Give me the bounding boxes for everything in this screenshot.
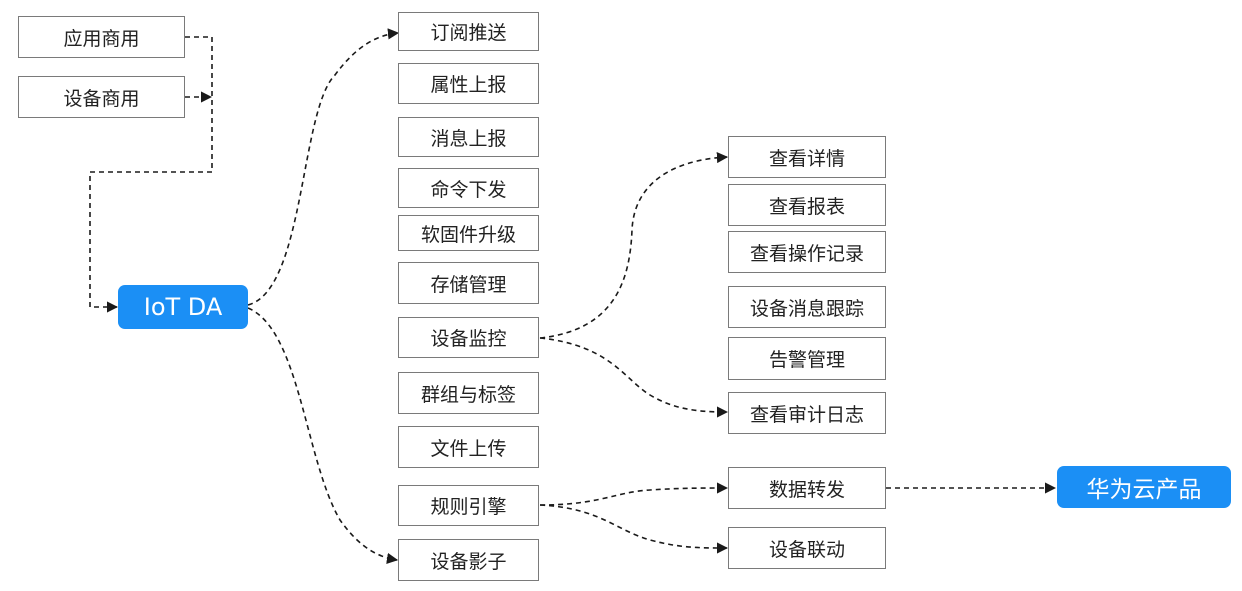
device-message-trace-node: 设备消息跟踪 xyxy=(728,286,886,328)
device-commercial-node: 设备商用 xyxy=(18,76,185,118)
firmware-upgrade-node: 软固件升级 xyxy=(398,215,539,251)
iot-da-node: IoT DA xyxy=(118,285,248,329)
subscribe-push-node: 订阅推送 xyxy=(398,12,539,51)
connector-iot-to-shadow xyxy=(247,307,399,564)
command-issue-node: 命令下发 xyxy=(398,168,539,208)
device-monitoring-node: 设备监控 xyxy=(398,317,539,358)
view-operation-logs-node: 查看操作记录 xyxy=(728,231,886,273)
connector-monitor-to-audit xyxy=(539,337,729,418)
groups-tags-node: 群组与标签 xyxy=(398,372,539,414)
property-report-node: 属性上报 xyxy=(398,63,539,104)
app-commercial-node: 应用商用 xyxy=(18,16,185,58)
connector-rule-to-linkage xyxy=(539,504,729,554)
alarm-management-node: 告警管理 xyxy=(728,337,886,380)
message-report-node: 消息上报 xyxy=(398,117,539,157)
connector-iot-to-subscribe xyxy=(247,28,400,306)
file-upload-node: 文件上传 xyxy=(398,426,539,468)
device-linkage-node: 设备联动 xyxy=(728,527,886,569)
view-audit-logs-node: 查看审计日志 xyxy=(728,392,886,434)
connector-app-commercial xyxy=(89,36,213,313)
rule-engine-node: 规则引擎 xyxy=(398,485,539,526)
connector-monitor-to-details xyxy=(539,151,729,339)
huawei-cloud-node: 华为云产品 xyxy=(1057,466,1231,508)
connector-rule-to-forwarding xyxy=(539,482,729,506)
view-reports-node: 查看报表 xyxy=(728,184,886,226)
view-details-node: 查看详情 xyxy=(728,136,886,178)
data-forwarding-node: 数据转发 xyxy=(728,467,886,509)
device-shadow-node: 设备影子 xyxy=(398,539,539,581)
storage-management-node: 存储管理 xyxy=(398,262,539,304)
